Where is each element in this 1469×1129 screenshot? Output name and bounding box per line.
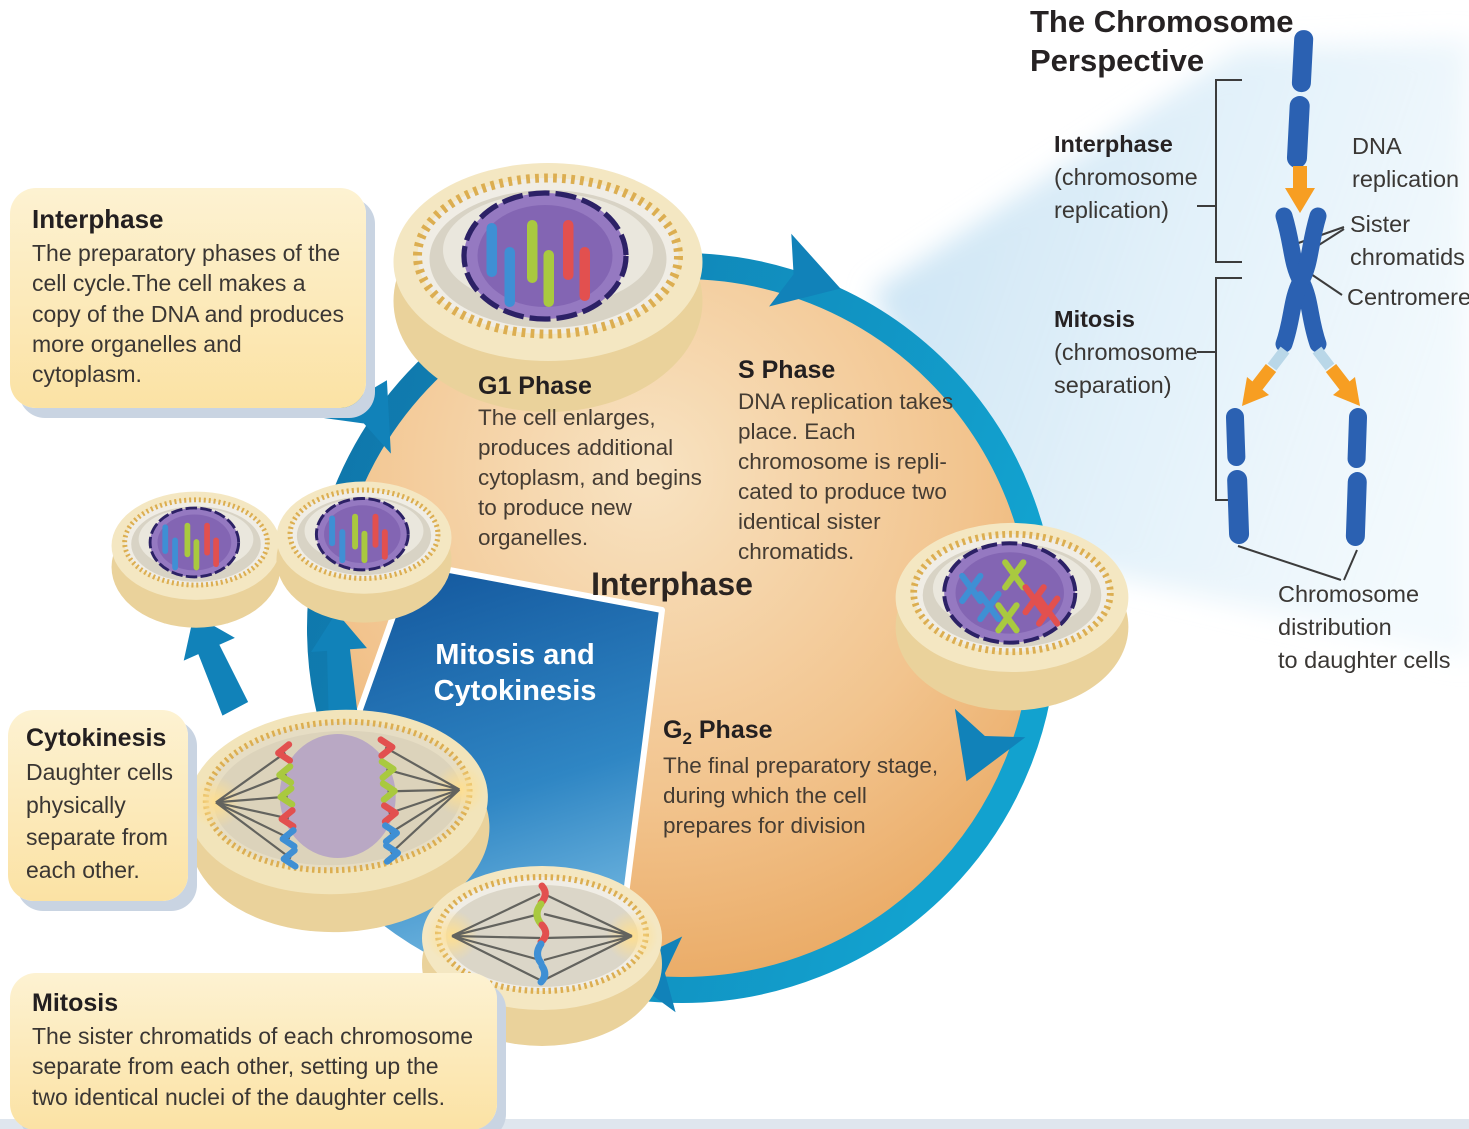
dna-replication-label: DNA replication <box>1352 133 1460 192</box>
s-phase-text: S Phase DNA replication takes place. Eac… <box>738 356 980 567</box>
cytokinesis-callout-body: Daughter cells physically separate from … <box>26 759 174 883</box>
g2-phase-body: The final preparatory stage, during whic… <box>663 753 939 838</box>
perspective-mitosis-label: Mitosis (chromosome separation) <box>1054 306 1198 398</box>
s-phase-body: DNA replication takes place. Each chromo… <box>738 389 954 564</box>
g2-phase-title: G2 Phase <box>663 716 773 748</box>
g2-cell <box>896 523 1129 711</box>
daughter-arrow-right <box>311 612 367 717</box>
g1-phase-body: The cell enlarges, produces additional c… <box>478 405 702 550</box>
dna-replication-arrow <box>1285 166 1315 213</box>
daughter-cell-right <box>276 482 451 623</box>
separated-chromosome-left <box>1225 408 1250 544</box>
sister-chromatids-label: Sister chromatids <box>1350 211 1465 270</box>
interphase-callout: Interphase The preparatory phases of the… <box>10 188 366 408</box>
separated-chromosome-right <box>1345 408 1368 547</box>
g1-phase-text: G1 Phase The cell enlarges, produces add… <box>478 372 704 553</box>
separation-arrows <box>1242 346 1360 406</box>
cytokinesis-callout: Cytokinesis Daughter cells physically se… <box>8 710 188 901</box>
interphase-sector-label: Interphase <box>591 566 753 602</box>
anaphase-cell <box>188 709 490 933</box>
mitosis-callout-title: Mitosis <box>32 989 119 1017</box>
daughter-cell-left <box>112 492 281 628</box>
interphase-callout-title: Interphase <box>32 204 164 234</box>
single-chromosome <box>1286 30 1314 168</box>
perspective-interphase-label: Interphase (chromosome replication) <box>1054 131 1198 223</box>
interphase-bracket <box>1215 79 1242 263</box>
g1-phase-title: G1 Phase <box>478 372 592 400</box>
replicated-chromosome <box>1275 207 1327 353</box>
distribution-lines <box>1237 545 1358 581</box>
centromere-label: Centromere <box>1347 284 1469 310</box>
mitosis-callout-body: The sister chromatids of each chromosome… <box>32 1023 474 1110</box>
daughter-arrow-left <box>183 614 249 716</box>
mitosis-callout: Mitosis The sister chromatids of each ch… <box>10 973 497 1129</box>
cytokinesis-callout-title: Cytokinesis <box>26 724 167 752</box>
mitosis-wedge-label: Mitosis and Cytokinesis <box>433 639 597 707</box>
s-phase-title: S Phase <box>738 356 836 384</box>
metaphase-cell <box>422 866 662 1046</box>
chromosome-distribution-label: Chromosome distribution to daughter cell… <box>1278 581 1451 673</box>
page-bottom-strip <box>0 1119 1469 1129</box>
perspective-title: The Chromosome Perspective <box>1030 4 1294 79</box>
g2-phase-text: G2 Phase The final preparatory stage, du… <box>663 716 941 841</box>
interphase-callout-body: The preparatory phases of the cell cycle… <box>32 240 344 388</box>
chromosome-perspective-art <box>1197 30 1368 581</box>
